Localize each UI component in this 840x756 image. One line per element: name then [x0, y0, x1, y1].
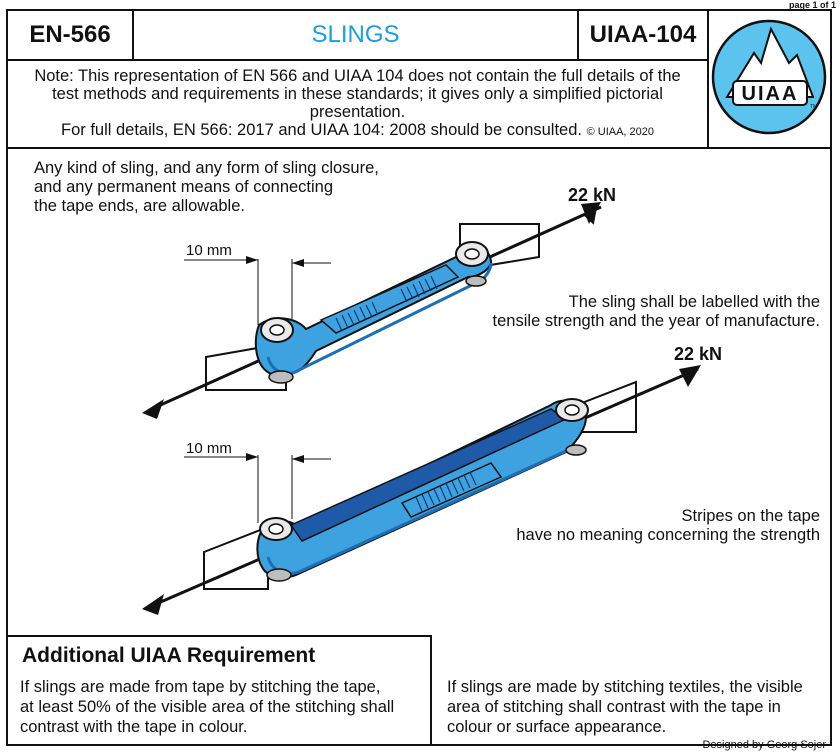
standard-code-en: EN-566: [6, 9, 134, 61]
req-left-line-2: at least 50% of the visible area of the …: [20, 698, 395, 716]
req-left-line-3: contrast with the tape in colour.: [20, 718, 248, 736]
stripes-note-line-1: Stripes on the tape: [681, 507, 820, 525]
top-stitching: [335, 275, 438, 332]
sling-test-diagram: Any kind of sling, and any form of sling…: [6, 147, 832, 637]
req-right-line-1: If slings are made by stitching textiles…: [447, 678, 803, 696]
requirement-title: Additional UIAA Requirement: [22, 644, 316, 667]
uiaa-logo-cell: UIAA TM: [707, 9, 832, 149]
standard-code-uiaa: UIAA-104: [577, 9, 709, 61]
uiaa-logo: UIAA TM: [711, 19, 827, 135]
label-requirement-text: The sling shall be labelled with the ten…: [493, 293, 820, 331]
req-right-line-2: area of stitching shall contrast with th…: [447, 698, 781, 716]
page-title: SLINGS: [132, 9, 579, 61]
top-sling: [142, 202, 602, 419]
requirement-textile-text: If slings are made by stitching textiles…: [447, 677, 827, 737]
logo-trademark: TM: [810, 104, 817, 110]
stripes-note-line-2: have no meaning concerning the strength: [516, 526, 820, 544]
sling-illustration: [142, 202, 701, 615]
note-line-3: presentation.: [309, 103, 406, 121]
force-label-bottom: 22 kN: [674, 344, 723, 364]
label-note-line-1: The sling shall be labelled with the: [568, 293, 820, 311]
note-line-1: Note: This representation of EN 566 and …: [34, 67, 681, 85]
force-label-top: 22 kN: [568, 185, 617, 205]
page-number: page 1 of 1: [788, 0, 836, 10]
intro-line-1: Any kind of sling, and any form of sling…: [34, 159, 379, 177]
note-line-4: For full details, EN 566: 2017 and UIAA …: [60, 121, 582, 139]
note-line-2: test methods and requirements in these s…: [52, 85, 663, 103]
req-right-line-3: colour or surface appearance.: [447, 718, 667, 736]
additional-requirement-box: [6, 635, 432, 746]
disclaimer-note: Note: This representation of EN 566 and …: [6, 59, 709, 149]
dimension-label-bottom: 10 mm: [186, 440, 232, 457]
logo-wordmark: UIAA: [742, 83, 799, 105]
intro-text: Any kind of sling, and any form of sling…: [34, 159, 379, 216]
designer-credit: Designed by Georg Sojer: [702, 739, 826, 751]
intro-line-3: the tape ends, are allowable.: [34, 197, 245, 215]
requirement-tape-text: If slings are made from tape by stitchin…: [20, 677, 425, 737]
bottom-sling: [142, 365, 701, 615]
copyright: © UIAA, 2020: [586, 126, 655, 138]
label-note-line-2: tensile strength and the year of manufac…: [492, 312, 820, 330]
dimension-label-top: 10 mm: [186, 242, 232, 259]
bottom-stitching: [415, 471, 477, 512]
intro-line-2: and any permanent means of connecting: [34, 178, 334, 196]
req-left-line-1: If slings are made from tape by stitchin…: [20, 678, 381, 696]
stripes-note-text: Stripes on the tape have no meaning conc…: [516, 507, 820, 545]
